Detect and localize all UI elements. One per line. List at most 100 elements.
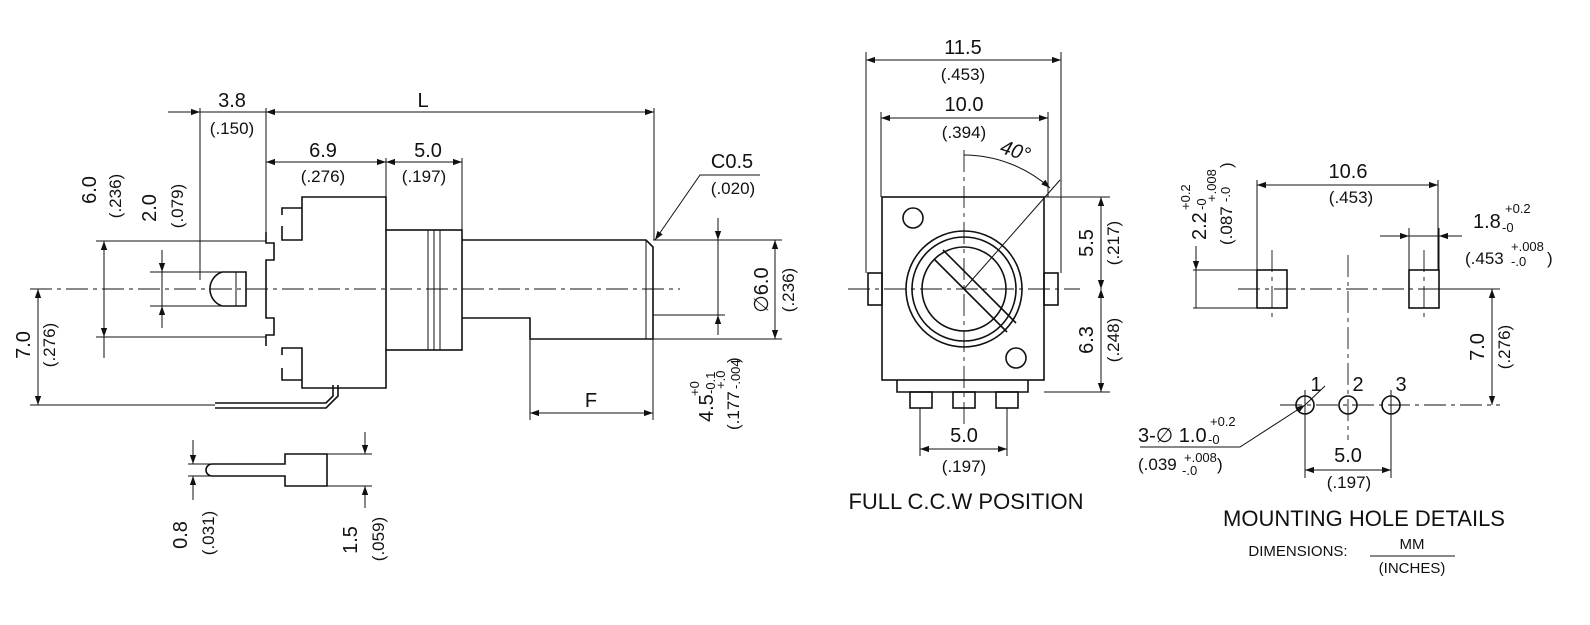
dim-2-0-inch: (.079) xyxy=(168,184,187,228)
chamfer-leader xyxy=(654,174,760,241)
mount-dim-1-8-inch-close: ) xyxy=(1547,249,1553,268)
side-terminal xyxy=(215,385,339,409)
pin-0-8-inch: (.031) xyxy=(199,511,218,555)
dim-6-9-inch: (.276) xyxy=(301,167,345,186)
mount-dim-2-2-inch-close: ) xyxy=(1217,162,1236,168)
dim-3-8-label: 3.8 xyxy=(218,90,246,112)
pin-0-8-label: 0.8 xyxy=(170,521,192,549)
mount-dim-1-8-inch: (.453 xyxy=(1465,249,1504,268)
chamfer-inch: (.020) xyxy=(711,179,755,198)
front-bottom xyxy=(896,380,1029,393)
pin-1-5-label: 1.5 xyxy=(340,526,362,554)
dim-4-5-label: 4.5 xyxy=(696,394,718,422)
dim-7-0-inch: (.276) xyxy=(40,323,59,367)
front-caption: FULL C.C.W POSITION xyxy=(848,489,1083,514)
mount-dim-7-0-inch: (.276) xyxy=(1495,325,1514,369)
mount-dim-1-8-tol-lo: -0 xyxy=(1502,220,1514,235)
dim-4-5-tol-up: +0 xyxy=(687,381,702,396)
front-dim-5-0-label: 5.0 xyxy=(950,425,978,447)
dim-4-5-inch-tol-up: +.0 xyxy=(713,371,728,389)
pin-1-5-inch: (.059) xyxy=(369,517,388,561)
units-bottom: (INCHES) xyxy=(1379,560,1446,577)
dim-4-5-inch-close: ) xyxy=(724,357,743,363)
front-shaft xyxy=(921,246,1007,332)
mount-dim-2-2-label: 2.2 xyxy=(1189,212,1211,240)
mount-dim-10-6-inch: (.453) xyxy=(1329,188,1373,207)
mount-dim-5-0-inch: (.197) xyxy=(1327,473,1371,492)
front-dim-6-3-inch: (.248) xyxy=(1104,318,1123,362)
front-hole-bottom xyxy=(1005,347,1027,369)
front-angle-label: 40° xyxy=(997,136,1033,166)
mount-dim-1-8-group: 1.8 -0 +0.2 (.453 -.0 +.008 ) xyxy=(1465,201,1553,269)
mount-holes-inch-tol-up: +.008 xyxy=(1184,450,1217,465)
mount-hole-2 xyxy=(1338,395,1358,415)
front-terminal-2 xyxy=(952,391,976,409)
mount-holes-inch-tol-lo: -.0 xyxy=(1182,463,1197,478)
mount-dim-10-6-label: 10.6 xyxy=(1329,161,1368,183)
mount-dim-1-8-tol-up: +0.2 xyxy=(1505,201,1531,216)
mount-holes-tol-lo: -0 xyxy=(1208,432,1220,447)
front-shaft-flat xyxy=(933,249,1017,333)
front-bushing-outer xyxy=(905,230,1023,348)
dim-3-8-inch: (.150) xyxy=(210,119,254,138)
dim-5-0-label: 5.0 xyxy=(414,140,442,162)
units-top: MM xyxy=(1400,536,1425,553)
dim-L-label: L xyxy=(417,90,428,112)
front-dim-11-5-label: 11.5 xyxy=(944,37,981,59)
dim-4-5-inch: (.177 xyxy=(724,391,743,430)
dim-6-0-label: 6.0 xyxy=(79,176,101,204)
dim-6-0-inch: (.236) xyxy=(106,174,125,218)
dim-F-label: F xyxy=(585,390,597,412)
front-dim-5-5-label: 5.5 xyxy=(1076,229,1098,257)
phi6-inch: (.236) xyxy=(779,268,798,312)
phi6-label: ∅6.0 xyxy=(751,267,773,312)
pin-detail xyxy=(205,453,328,487)
mount-pin-3: 3 xyxy=(1395,374,1406,396)
front-terminal-1 xyxy=(909,391,933,409)
mount-holes-group: 3-∅ 1.0 -0 +0.2 (.039 -.0 +.008 ) xyxy=(1138,414,1236,478)
side-body-lower xyxy=(281,347,387,389)
front-dim-6-3-label: 6.3 xyxy=(1076,326,1098,354)
dim-4-5-inch-tol-lo: -.004 xyxy=(728,359,743,389)
mount-holes-leader xyxy=(1140,404,1306,448)
dim-7-0-label: 7.0 xyxy=(13,331,35,359)
front-dim-10-0-inch: (.394) xyxy=(942,123,986,142)
mount-pin-2: 2 xyxy=(1352,374,1363,396)
side-body xyxy=(265,232,275,346)
dim-5-0-inch: (.197) xyxy=(402,167,446,186)
side-view: 3.8 (.150) L 6.9 (.276) 5.0 (.197) C0.5 … xyxy=(13,90,798,561)
mount-holes-label: 3-∅ 1.0 xyxy=(1138,425,1207,447)
mount-dim-2-2-group: 2.2 +0.2 -0 (.087 +.008 -.0 ) xyxy=(1178,162,1236,245)
front-dim-5-0-inch: (.197) xyxy=(942,457,986,476)
mount-dim-2-2-inch: (.087 xyxy=(1217,206,1236,245)
mount-dim-2-2-inch-tol-lo: -.0 xyxy=(1218,187,1233,202)
mount-dim-1-8-inch-tol-up: +.008 xyxy=(1511,239,1544,254)
front-terminal-3 xyxy=(995,391,1019,409)
mount-holes-tol-up: +0.2 xyxy=(1210,414,1236,429)
mount-dim-2-2-tol-lo: -0 xyxy=(1194,198,1209,210)
mount-holes-inch-close: ) xyxy=(1217,455,1223,474)
dim-4-5-tol-lo: -0.1 xyxy=(703,372,718,394)
mount-dim-2-2-tol-up: +0.2 xyxy=(1178,184,1193,210)
front-dim-11-5-inch: (.453) xyxy=(941,65,985,84)
front-dim-10-0-label: 10.0 xyxy=(945,94,984,116)
mount-holes-leader-ext xyxy=(1304,385,1326,406)
front-view: 11.5 (.453) 10.0 (.394) 40° 5.5 (.217) 6… xyxy=(848,37,1123,514)
front-tab-left xyxy=(867,272,883,306)
mount-pin-1: 1 xyxy=(1310,374,1321,396)
front-angle-line xyxy=(963,179,1061,290)
mount-dim-7-0-label: 7.0 xyxy=(1467,333,1489,361)
mount-slot-left xyxy=(1256,269,1288,309)
mount-holes-inch: (.039 xyxy=(1138,455,1177,474)
mount-dim-5-0-label: 5.0 xyxy=(1334,445,1362,467)
chamfer-label: C0.5 xyxy=(711,151,753,173)
side-shaft xyxy=(462,239,654,340)
front-hole-top xyxy=(902,207,924,229)
side-body-upper xyxy=(281,196,387,241)
dim-6-9-label: 6.9 xyxy=(309,140,337,162)
mounting-view: 2.2 +0.2 -0 (.087 +.008 -.0 ) 10.6 (.453… xyxy=(1138,161,1553,577)
side-bushing xyxy=(385,229,463,351)
dim-4-5-group: 4.5 +0 -0.1 (.177 +.0 -.004 ) xyxy=(687,357,743,430)
dimensions-label: DIMENSIONS: xyxy=(1248,543,1347,560)
